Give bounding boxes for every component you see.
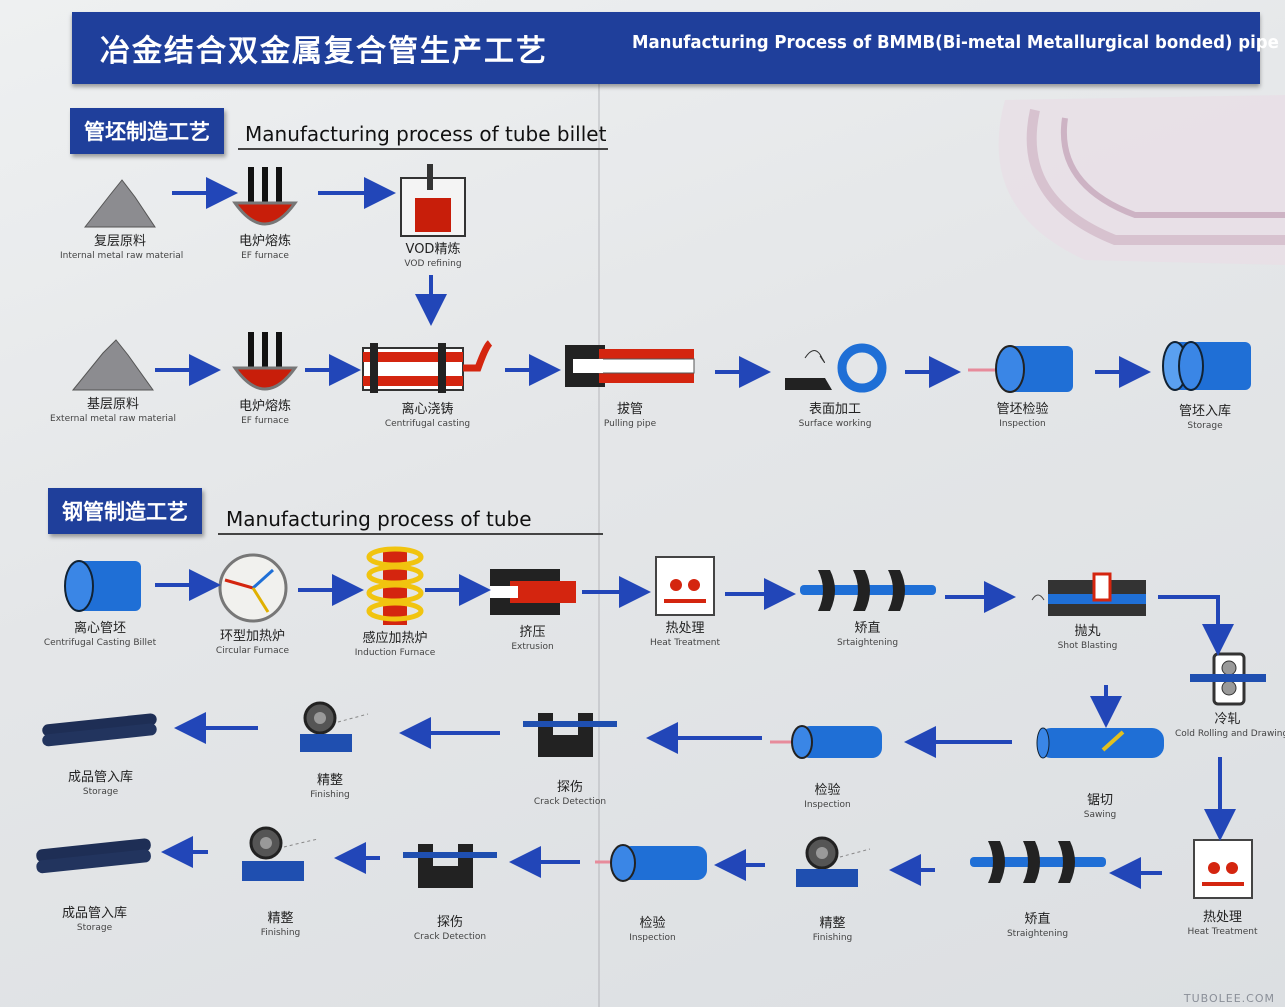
section-tube-label-en: Manufacturing process of tube <box>226 507 532 531</box>
heat-treatment-oven-icon <box>1192 839 1253 899</box>
step-ef-furnace-1: 电炉熔炼 EF furnace <box>210 165 320 261</box>
induction-coil-icon <box>366 546 424 625</box>
casting-machine-icon <box>361 340 492 393</box>
poster-fold-seam <box>598 80 600 1007</box>
furnace-icon <box>232 332 298 391</box>
inspection-pipe-icon <box>770 725 882 759</box>
step-centrifugal-billet: 离心管坯 Centrifugal Casting Billet <box>40 555 160 648</box>
pipe-stack-icon <box>1162 341 1251 391</box>
section-tube-label-cn: 钢管制造工艺 <box>48 488 202 534</box>
step-straightening-2: 矫直 Straightening <box>965 835 1110 939</box>
finishing-machine-icon <box>299 701 368 752</box>
watermark-text: TUBOLEE.COM <box>1183 992 1275 1005</box>
crack-detector-icon <box>522 713 617 757</box>
step-product-storage-2: 成品管入库 Storage <box>32 830 157 933</box>
finished-pipes-icon <box>36 838 151 874</box>
section-billet-underline <box>238 148 608 150</box>
heat-treatment-oven-icon <box>655 556 715 616</box>
step-induction-furnace: 感应加热炉 Induction Furnace <box>350 545 440 658</box>
flow-arrow <box>1158 595 1234 656</box>
step-tube-inspection-2: 检验 Inspection <box>595 840 710 943</box>
step-circular-furnace: 环型加热炉 Circular Furnace <box>205 550 300 656</box>
section-billet-label-en: Manufacturing process of tube billet <box>245 122 607 146</box>
circular-furnace-icon <box>218 553 287 623</box>
step-extrusion: 挤压 Extrusion <box>485 563 580 652</box>
step-heat-treatment-1: 热处理 Heat Treatment <box>640 555 730 648</box>
step-crack-detection-1: 探伤 Crack Detection <box>520 707 620 807</box>
inspection-pipe-icon <box>967 345 1073 393</box>
finishing-machine-icon <box>242 826 319 881</box>
surface-machining-icon <box>785 343 887 393</box>
step-sawing: 锯切 Sawing <box>1030 720 1170 820</box>
pulling-press-icon <box>564 345 694 387</box>
step-external-raw-material: 基层原料 External metal raw material <box>48 335 178 424</box>
step-billet-storage: 管坯入库 Storage <box>1150 338 1260 431</box>
ore-pile-icon <box>83 179 156 228</box>
page-title-cn: 冶金结合双金属复合管生产工艺 <box>100 34 548 69</box>
straightener-icon <box>969 841 1106 883</box>
page-title-en: Manufacturing Process of BMMB(Bi-metal M… <box>632 32 1279 53</box>
step-straightening-1: 矫直 Srtaightening <box>795 565 940 648</box>
step-shot-blasting: 抛丸 Shot Blasting <box>1025 572 1150 651</box>
step-centrifugal-casting: 离心浇铸 Centrifugal casting <box>355 338 500 429</box>
vod-vessel-icon <box>400 164 466 237</box>
straightener-icon <box>799 570 936 611</box>
crack-detector-icon <box>402 844 497 888</box>
step-product-storage-1: 成品管入库 Storage <box>38 705 163 797</box>
step-finishing-3: 精整 Finishing <box>238 825 323 938</box>
step-internal-raw-material: 复层原料 Internal metal raw material <box>60 175 183 261</box>
sawing-pipe-icon <box>1036 727 1164 759</box>
section-billet-label-cn: 管坯制造工艺 <box>70 108 224 154</box>
step-surface-working: 表面加工 Surface working <box>775 338 895 429</box>
step-finishing-2: 精整 Finishing <box>790 835 875 943</box>
finishing-machine-icon <box>796 836 871 887</box>
pipe-billet-icon <box>64 560 141 612</box>
furnace-icon <box>232 167 298 226</box>
step-tube-inspection-1: 检验 Inspection <box>770 720 885 810</box>
title-banner <box>72 12 1260 84</box>
step-ef-furnace-2: 电炉熔炼 EF furnace <box>210 330 320 426</box>
section-tube-underline <box>218 533 603 535</box>
step-crack-detection-2: 探伤 Crack Detection <box>400 838 500 942</box>
step-heat-treatment-2: 热处理 Heat Treatment <box>1180 838 1265 937</box>
ore-pile-icon <box>71 339 154 391</box>
extrusion-press-icon <box>489 569 576 615</box>
decorative-pipe-graphic <box>998 95 1285 265</box>
step-billet-inspection: 管坯检验 Inspection <box>965 338 1080 429</box>
step-vod-refining: VOD精炼 VOD refining <box>378 160 488 269</box>
step-pulling-pipe: 拔管 Pulling pipe <box>560 333 700 429</box>
shot-blasting-icon <box>1031 572 1146 616</box>
finished-pipes-icon <box>42 713 157 747</box>
inspection-pipe-icon <box>595 844 707 882</box>
step-finishing-1: 精整 Finishing <box>285 700 375 800</box>
